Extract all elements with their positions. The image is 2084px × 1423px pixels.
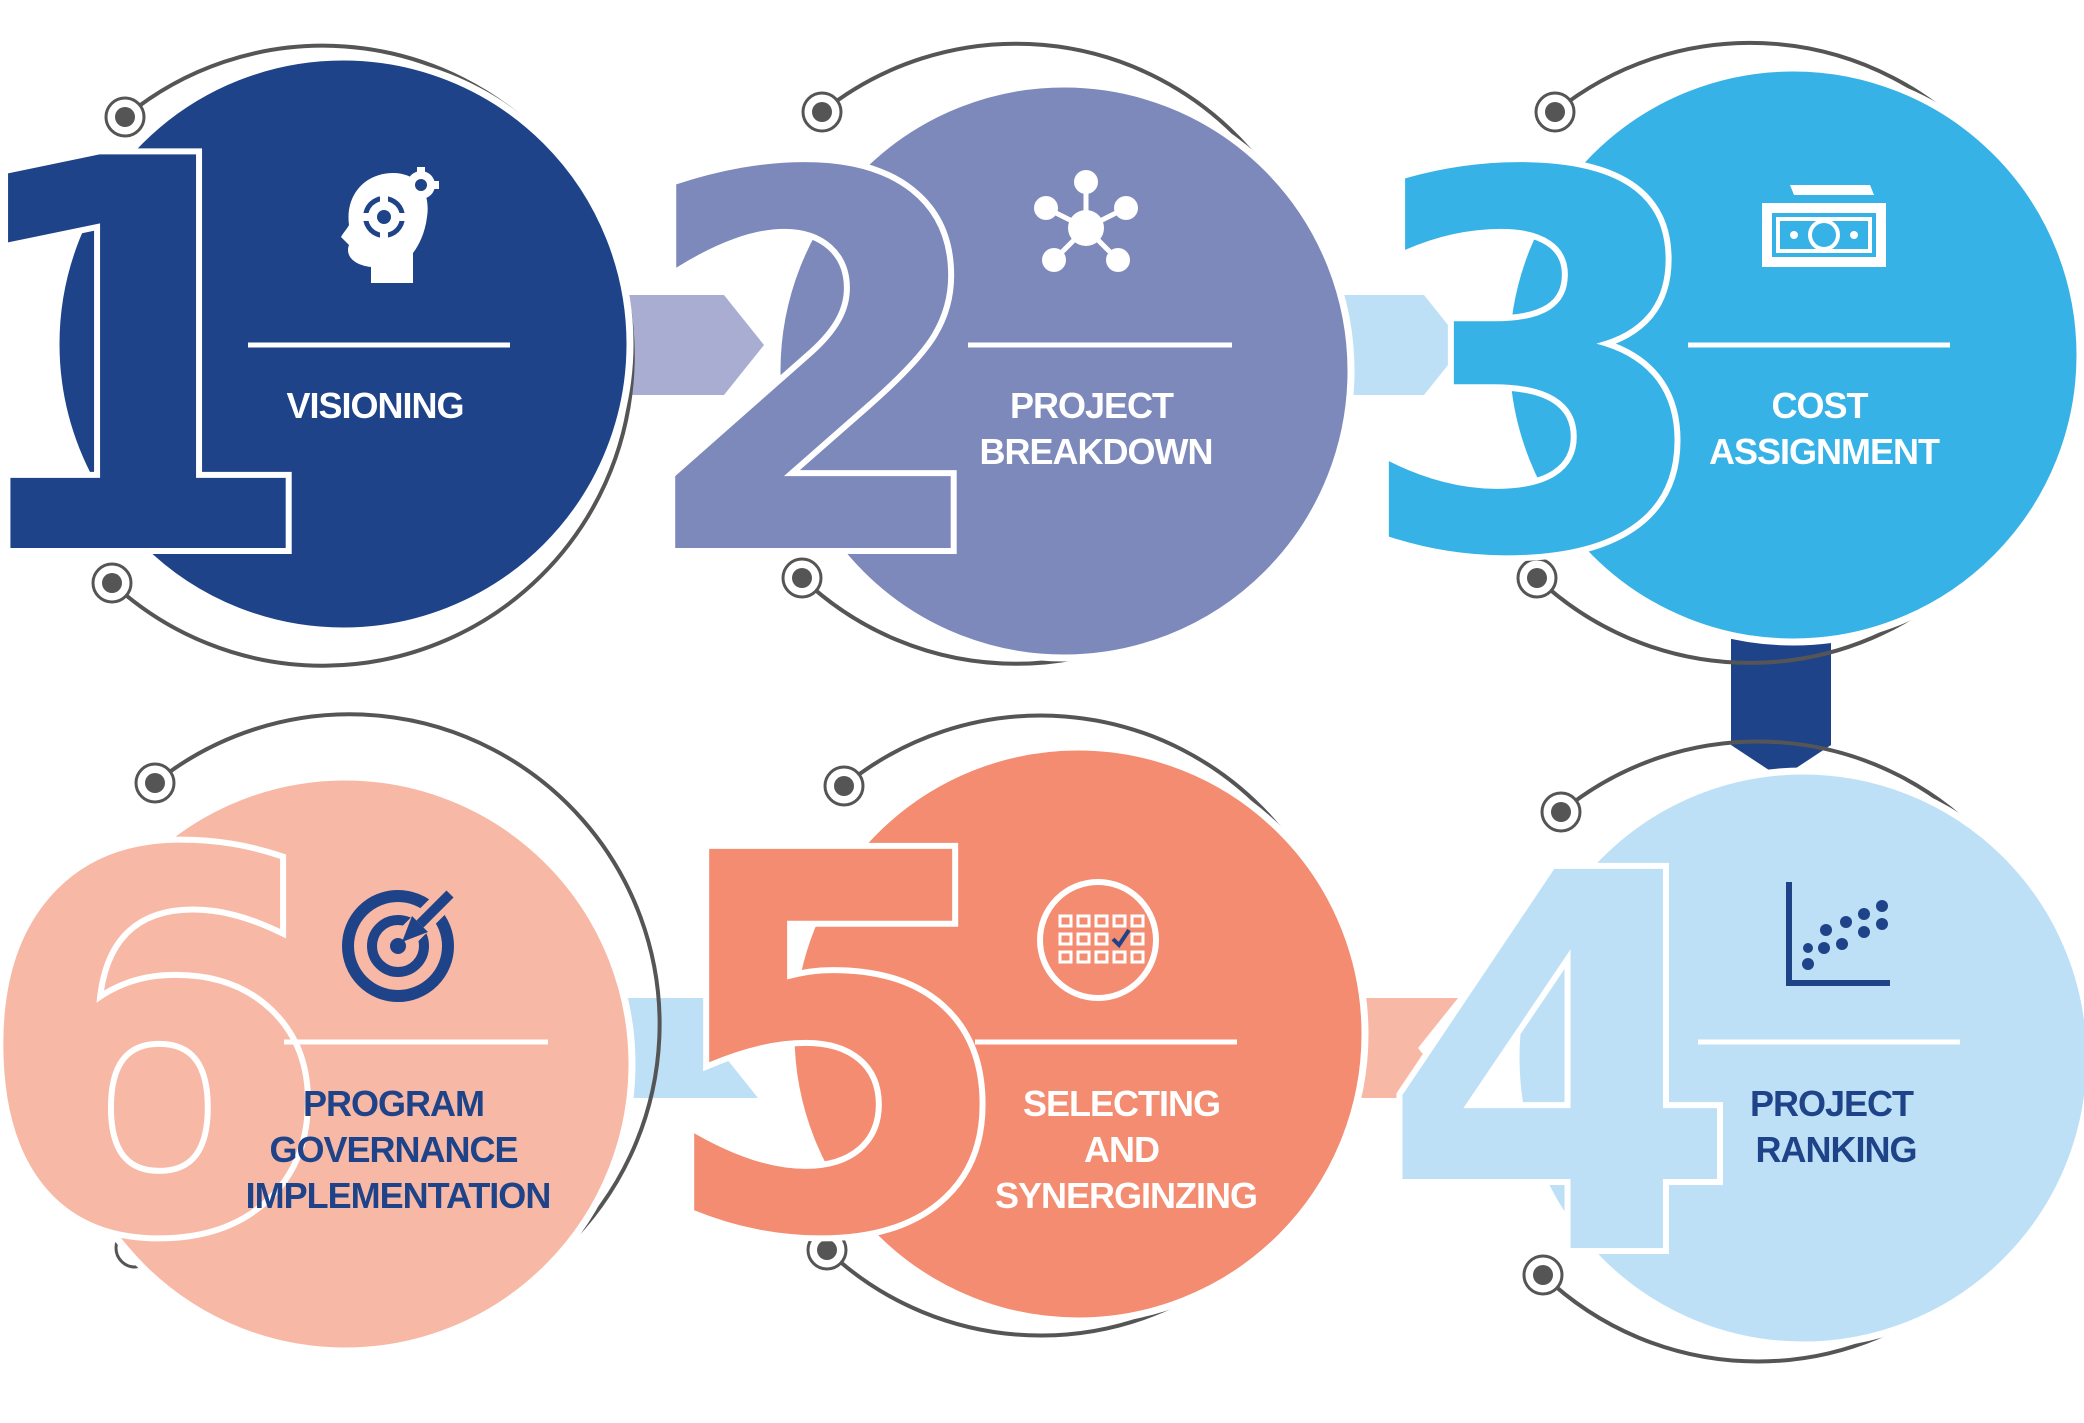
step-4-ring-dot-bottom <box>1522 1254 1564 1296</box>
step-3: 3 COST ASSIGNMENT <box>1348 40 2084 677</box>
step-2: 2 PROJECT BREAKDOWN <box>628 41 1355 677</box>
step-3-ring-dot-top <box>1534 91 1576 133</box>
target-arrow-icon <box>342 890 454 1002</box>
step-4: 4 PROJECT RANKING <box>1373 739 2084 1377</box>
step-5-ring-dot-top <box>823 765 865 807</box>
step-4-label: PROJECT RANKING <box>1750 1083 1922 1170</box>
step-3-ring-dot-bottom <box>1516 557 1558 599</box>
step-1-number: 1 <box>0 48 323 676</box>
step-1-ring-dot-top <box>104 96 146 138</box>
step-1-label: VISIONING <box>286 385 463 426</box>
step-6-ring-dot-top <box>134 762 176 804</box>
step-3-label: COST ASSIGNMENT <box>1709 385 1940 472</box>
step-1: 1 VISIONING <box>0 42 635 682</box>
scatter-plot-icon <box>1786 882 1890 986</box>
step-4-disc <box>1512 767 2084 1349</box>
step-5-ring-dot-bottom <box>806 1229 848 1271</box>
step-2-number: 2 <box>634 65 996 671</box>
banknote-icon <box>1762 185 1886 267</box>
step-5-number: 5 <box>654 745 1016 1351</box>
step-6-label: PROGRAM GOVERNANCE IMPLEMENTATION <box>246 1083 551 1216</box>
step-4-ring-dot-top <box>1540 791 1582 833</box>
step-6-number: 6 <box>0 745 333 1351</box>
step-5-disc <box>787 743 1369 1325</box>
step-2-ring-dot-top <box>801 91 843 133</box>
step-5-label: SELECTING AND SYNERGINZING <box>995 1083 1257 1216</box>
calendar-check-icon <box>1037 879 1159 1001</box>
step-3-disc <box>1502 64 2084 646</box>
head-gears-icon <box>341 167 439 283</box>
step-1-ring-dot-bottom <box>91 562 133 604</box>
step-6-disc <box>54 773 636 1355</box>
step-5: 5 SELECTING AN <box>648 713 1369 1357</box>
network-icon <box>1034 170 1138 272</box>
step-2-disc <box>773 80 1355 662</box>
step-3-number: 3 <box>1354 65 1716 671</box>
step-2-ring-dot-bottom <box>781 557 823 599</box>
step-2-label: PROJECT BREAKDOWN <box>980 385 1213 472</box>
step-6: 6 PROGRAM GOVERNANCE IMPLEMENTATION <box>0 712 662 1357</box>
step-4-number: 4 <box>1379 765 1741 1371</box>
